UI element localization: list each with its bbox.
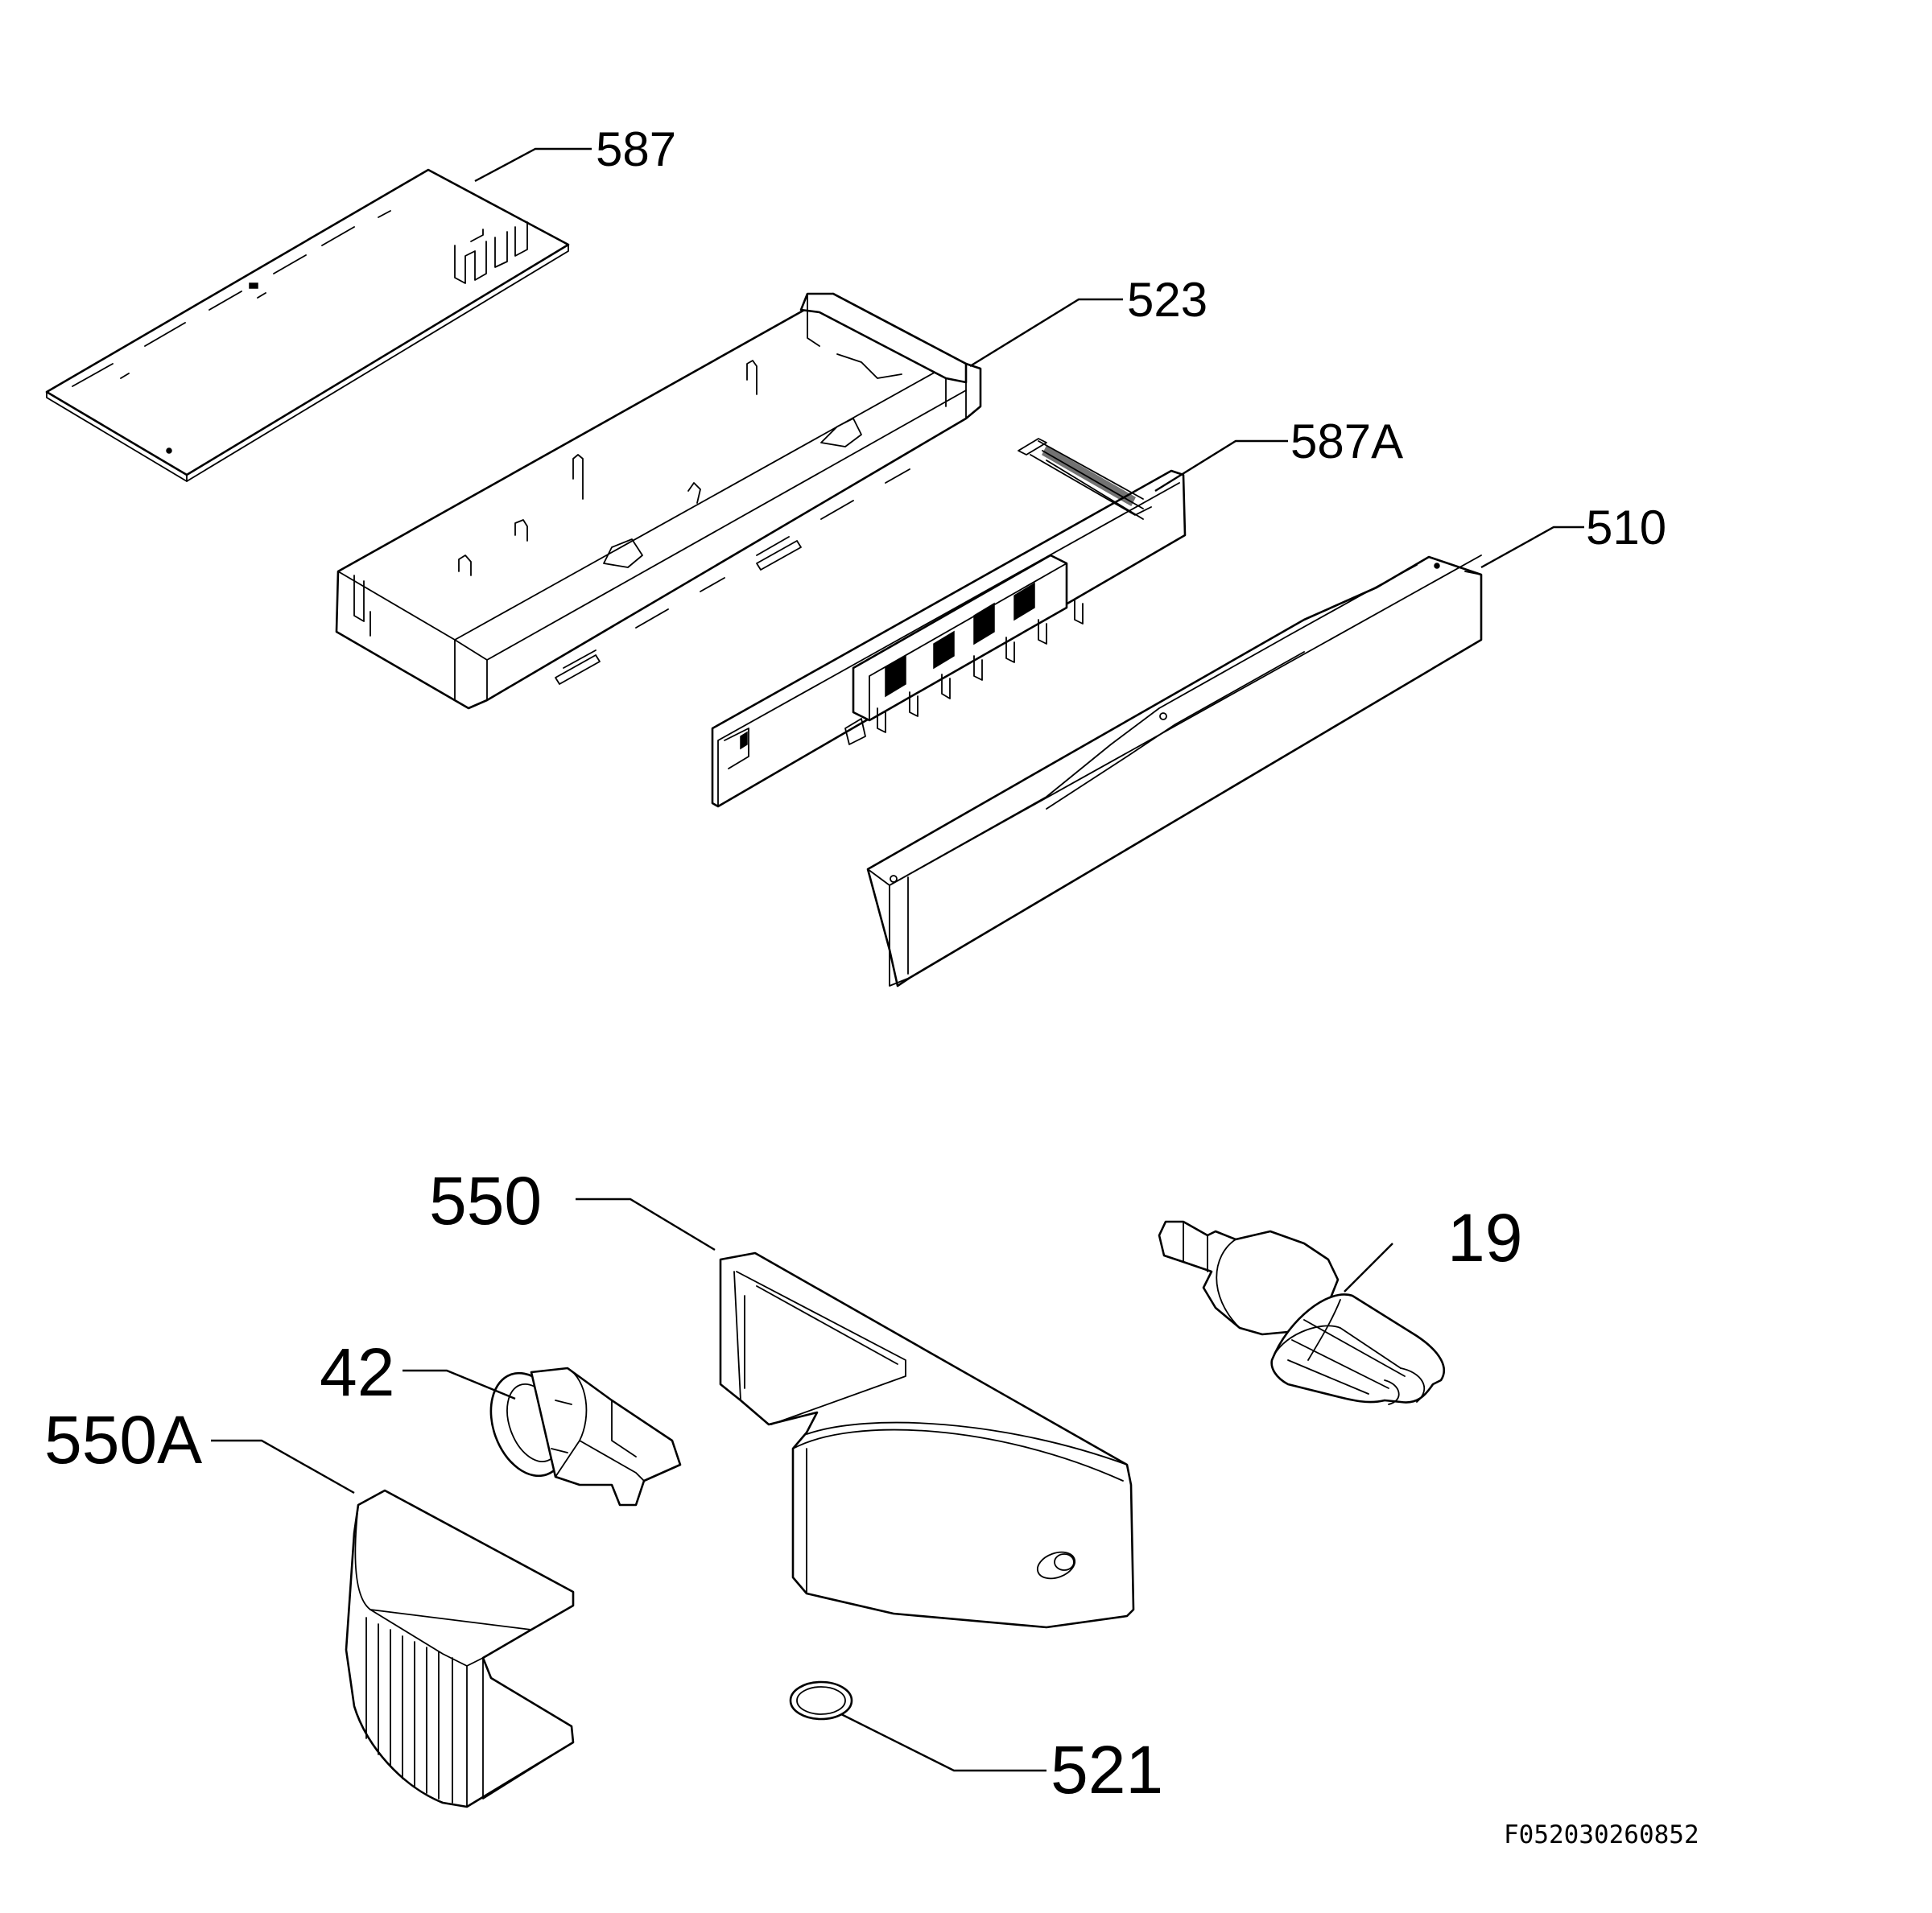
callout-521: 521 — [1051, 1732, 1163, 1808]
part-523-housing — [335, 292, 982, 710]
leader-523 — [969, 298, 1123, 368]
leader-550a — [211, 1439, 355, 1495]
document-id: F052030260852 — [1504, 1820, 1699, 1849]
callout-550a: 550A — [44, 1402, 202, 1478]
leader-19 — [1344, 1243, 1393, 1293]
part-587a-display-board — [711, 438, 1187, 808]
part-587-control-board — [45, 168, 570, 482]
callout-587a: 587A — [1290, 414, 1403, 468]
leader-510 — [1480, 526, 1584, 569]
callout-523: 523 — [1127, 273, 1208, 327]
leader-550 — [576, 1198, 716, 1251]
part-521-o-ring — [789, 1680, 853, 1721]
part-42-lamp-holder — [489, 1367, 682, 1507]
callout-42: 42 — [320, 1334, 394, 1410]
callout-510: 510 — [1586, 501, 1666, 555]
leader-42 — [402, 1369, 516, 1400]
callout-19: 19 — [1447, 1200, 1522, 1276]
leader-587 — [474, 147, 592, 183]
leader-587a — [1154, 439, 1288, 493]
callout-587: 587 — [596, 122, 676, 176]
part-19-lamp — [1158, 1220, 1446, 1405]
callout-550: 550 — [429, 1163, 542, 1239]
leader-521 — [840, 1713, 1046, 1772]
part-510-fascia — [866, 555, 1483, 987]
part-550-lamp-housing — [719, 1251, 1135, 1629]
part-550a-lamp-cover — [345, 1489, 575, 1808]
